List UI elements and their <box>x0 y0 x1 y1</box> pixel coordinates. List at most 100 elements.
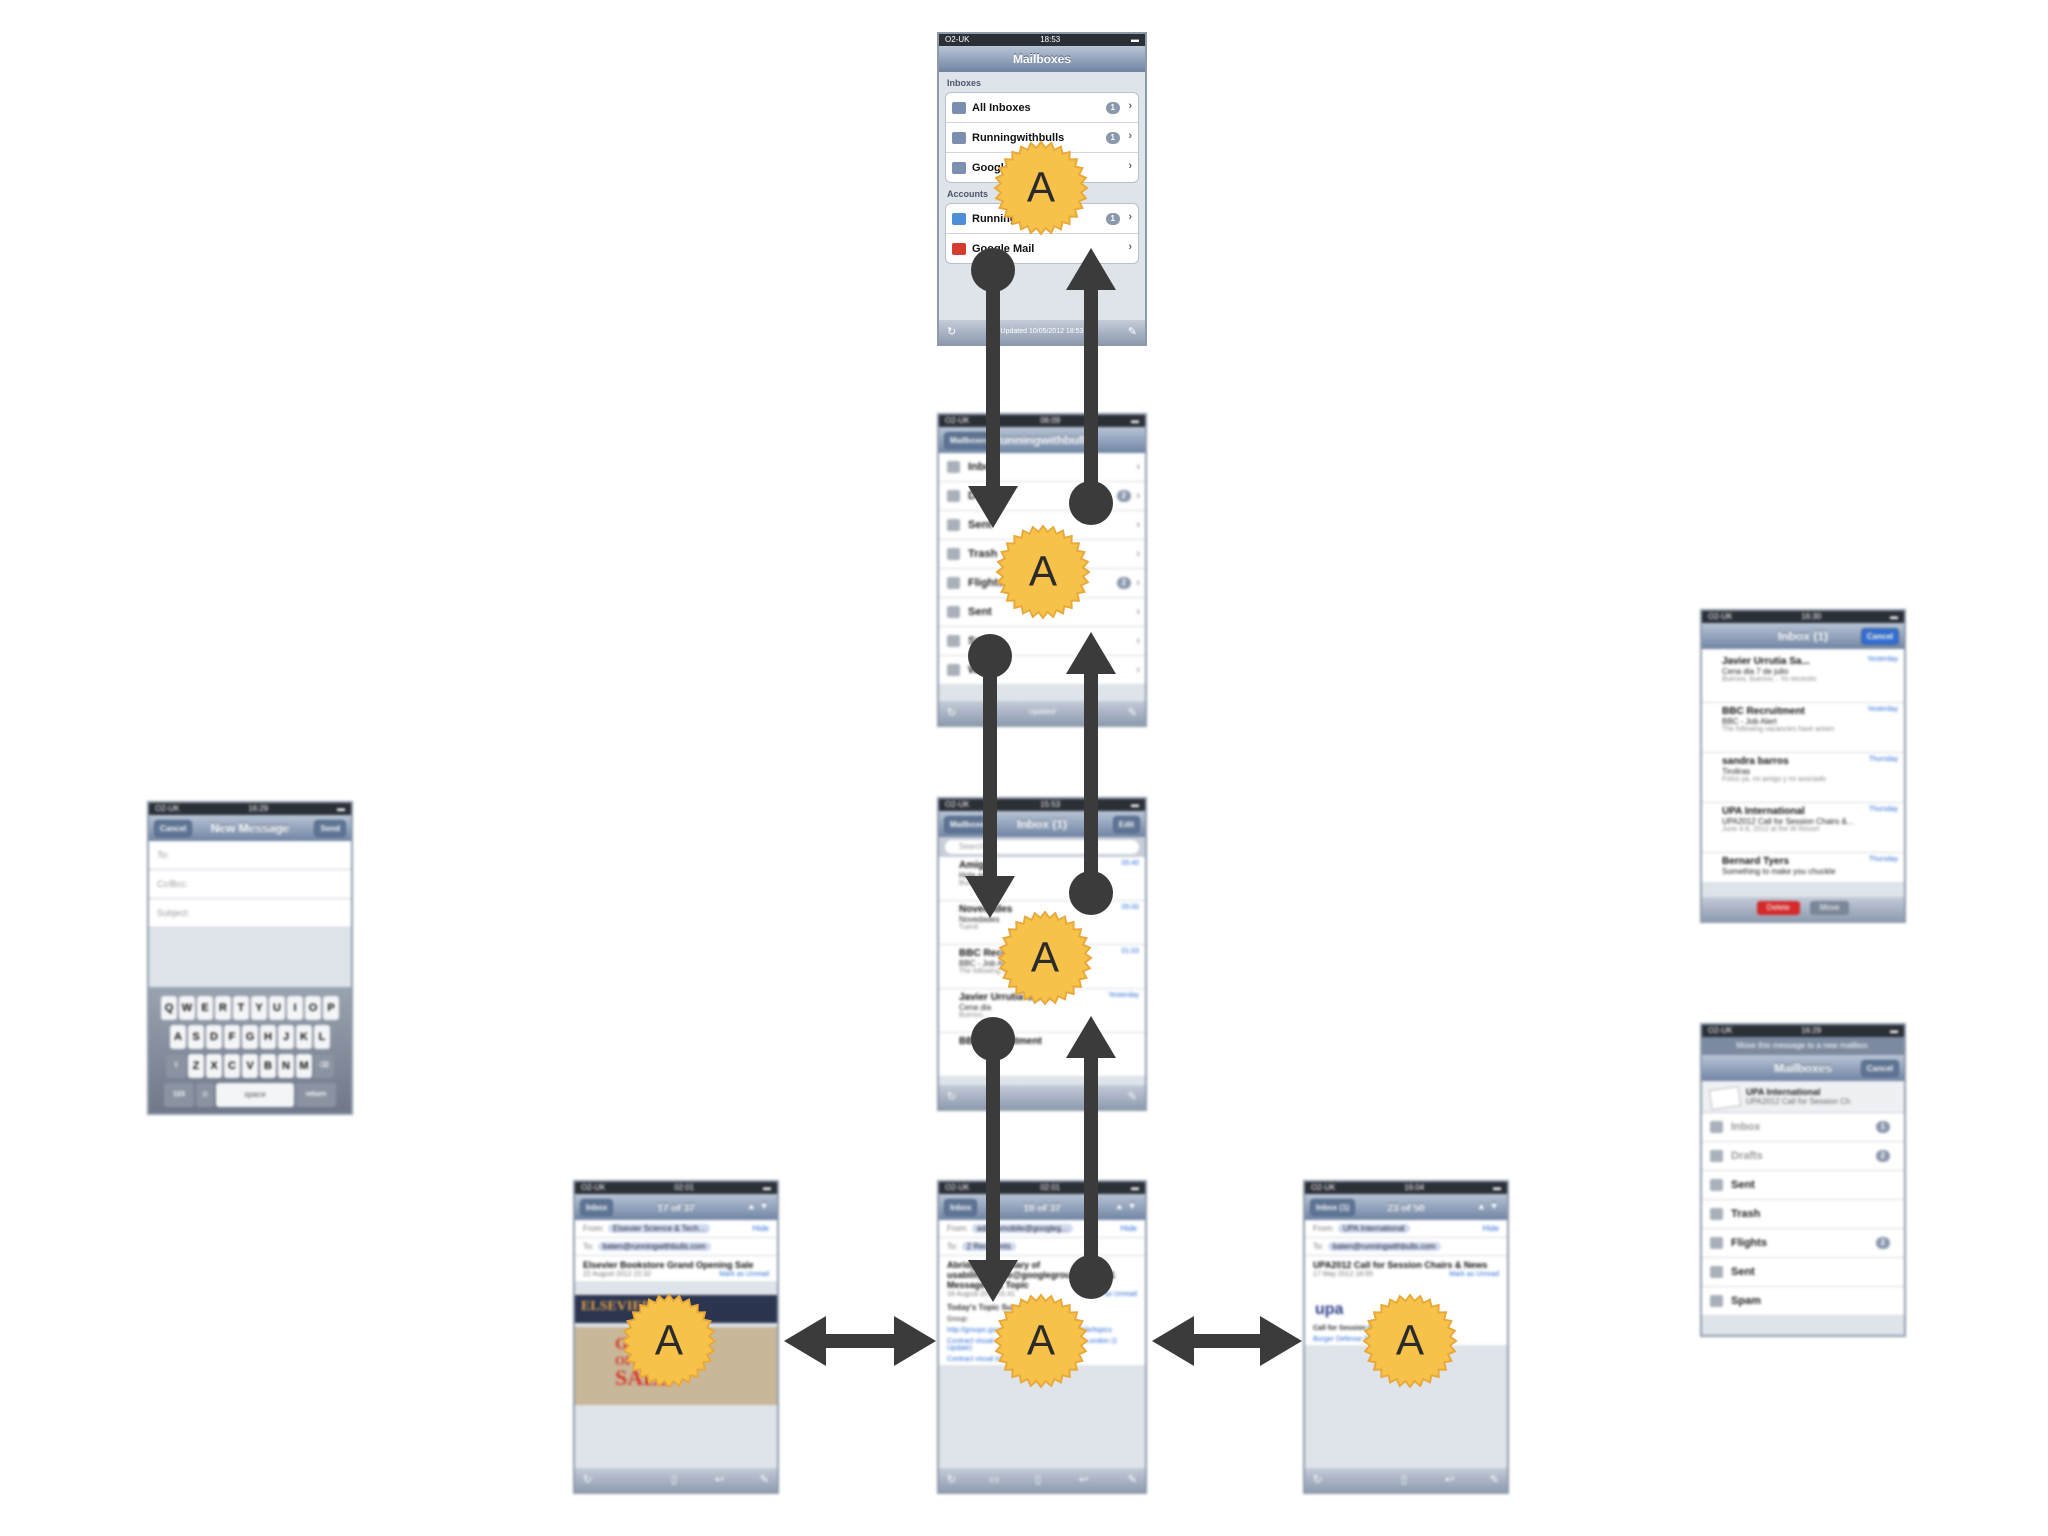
key[interactable]: Z <box>188 1054 204 1078</box>
key[interactable]: T <box>233 996 249 1020</box>
cancel-button[interactable]: Cancel <box>154 820 193 837</box>
back-button[interactable]: Mailboxes <box>944 432 995 449</box>
sender-token[interactable]: Elsevier Science & Tech... <box>607 1224 711 1233</box>
reply-icon[interactable]: ↩ <box>1079 1474 1089 1486</box>
prev-next-arrows[interactable]: ▲ ▼ <box>746 1201 769 1212</box>
send-button[interactable]: Send <box>314 820 346 837</box>
hide-link[interactable]: Hide <box>1482 1224 1499 1233</box>
key[interactable]: H <box>260 1025 276 1049</box>
key-numbers[interactable]: 123 <box>164 1083 194 1107</box>
compose-icon[interactable]: ✎ <box>1489 1474 1499 1486</box>
reply-icon[interactable]: ↩ <box>715 1474 725 1486</box>
subject-field[interactable]: Subject: <box>149 899 351 928</box>
key[interactable]: J <box>278 1025 294 1049</box>
shift-icon[interactable]: ⇧ <box>166 1054 186 1078</box>
key[interactable]: A <box>170 1025 186 1049</box>
recipient-token[interactable]: baten@runningwithbulls.com <box>597 1242 711 1251</box>
message-row[interactable]: BBC Recruitment <box>939 1033 1145 1077</box>
sender-token[interactable]: UPA International <box>1337 1224 1410 1233</box>
mark-unread-link[interactable]: Mark as Unread <box>719 1271 769 1278</box>
folder-row[interactable]: Work› <box>939 656 1145 685</box>
key[interactable]: E <box>197 996 213 1020</box>
back-button[interactable]: Inbox (1) <box>1310 1199 1356 1216</box>
trash-icon[interactable]: ▯ <box>1401 1474 1408 1486</box>
folder-row[interactable]: Spam <box>1702 1287 1904 1316</box>
move-button[interactable]: Move <box>1809 901 1850 915</box>
key[interactable]: N <box>278 1054 294 1078</box>
hide-link[interactable]: Hide <box>1120 1224 1137 1233</box>
key[interactable]: B <box>260 1054 276 1078</box>
refresh-icon[interactable]: ↻ <box>583 1474 593 1486</box>
cancel-button[interactable]: Cancel <box>1860 1060 1899 1077</box>
compose-icon[interactable]: ✎ <box>1127 1091 1137 1103</box>
key[interactable]: Y <box>251 996 267 1020</box>
refresh-icon[interactable]: ↻ <box>947 1474 957 1486</box>
backspace-icon[interactable]: ⌫ <box>314 1054 334 1078</box>
key[interactable]: R <box>215 996 231 1020</box>
folder-row[interactable]: Trash <box>1702 1200 1904 1229</box>
key-return[interactable]: return <box>296 1083 336 1107</box>
key[interactable]: L <box>314 1025 330 1049</box>
prev-next-arrows[interactable]: ▲ ▼ <box>1114 1201 1137 1212</box>
key[interactable]: C <box>224 1054 240 1078</box>
folder-row[interactable]: Sent <box>1702 1258 1904 1287</box>
cc-field[interactable]: Cc/Bcc: <box>149 870 351 899</box>
edit-button[interactable]: Edit <box>1112 816 1140 833</box>
key[interactable]: Q <box>161 996 177 1020</box>
row-account-google-mail[interactable]: Google Mail› <box>946 234 1138 263</box>
key[interactable]: U <box>269 996 285 1020</box>
to-field[interactable]: To: <box>149 841 351 870</box>
compose-icon[interactable]: ✎ <box>1127 1474 1137 1486</box>
trash-icon[interactable]: ▯ <box>671 1474 678 1486</box>
recipient-token[interactable]: 2 Recipients <box>961 1242 1016 1251</box>
key[interactable]: S <box>188 1025 204 1049</box>
key[interactable]: K <box>296 1025 312 1049</box>
trash-icon[interactable]: ▯ <box>1035 1474 1042 1486</box>
back-button[interactable]: Inbox <box>580 1199 614 1216</box>
refresh-icon[interactable]: ↻ <box>1313 1474 1323 1486</box>
compose-icon[interactable]: ✎ <box>1127 326 1137 338</box>
key[interactable]: M <box>296 1054 312 1078</box>
key-space[interactable]: space <box>216 1083 294 1107</box>
mark-unread-link[interactable]: Mark as Unread <box>1449 1271 1499 1278</box>
folder-row[interactable]: Sent› <box>939 598 1145 627</box>
compose-icon[interactable]: ✎ <box>1127 707 1137 719</box>
key[interactable]: G <box>242 1025 258 1049</box>
key[interactable]: I <box>287 996 303 1020</box>
delete-button[interactable]: Delete <box>1756 901 1800 915</box>
key[interactable]: V <box>242 1054 258 1078</box>
key[interactable]: P <box>323 996 339 1020</box>
folder-row[interactable]: Sent <box>1702 1171 1904 1200</box>
globe-icon[interactable]: ◎ <box>196 1083 214 1107</box>
refresh-icon[interactable]: ↻ <box>947 1091 957 1103</box>
refresh-icon[interactable]: ↻ <box>947 326 957 338</box>
back-button[interactable]: Inbox <box>944 1199 978 1216</box>
compose-icon[interactable]: ✎ <box>759 1474 769 1486</box>
back-button[interactable]: Mailboxes <box>944 816 995 833</box>
reply-icon[interactable]: ↩ <box>1445 1474 1455 1486</box>
key[interactable]: F <box>224 1025 240 1049</box>
recipient-token[interactable]: baten@runningwithbulls.com <box>1327 1242 1441 1251</box>
key[interactable]: D <box>206 1025 222 1049</box>
folder-row[interactable]: Spam› <box>939 627 1145 656</box>
hide-link[interactable]: Hide <box>752 1224 769 1233</box>
prev-next-arrows[interactable]: ▲ ▼ <box>1476 1201 1499 1212</box>
key[interactable]: W <box>179 996 195 1020</box>
mark-unread-link[interactable]: Mark as Unread <box>1087 1291 1137 1298</box>
key[interactable]: X <box>206 1054 222 1078</box>
folder-row[interactable]: Inbox› <box>939 453 1145 482</box>
search-input[interactable]: Search <box>945 840 1139 854</box>
key[interactable]: O <box>305 996 321 1020</box>
